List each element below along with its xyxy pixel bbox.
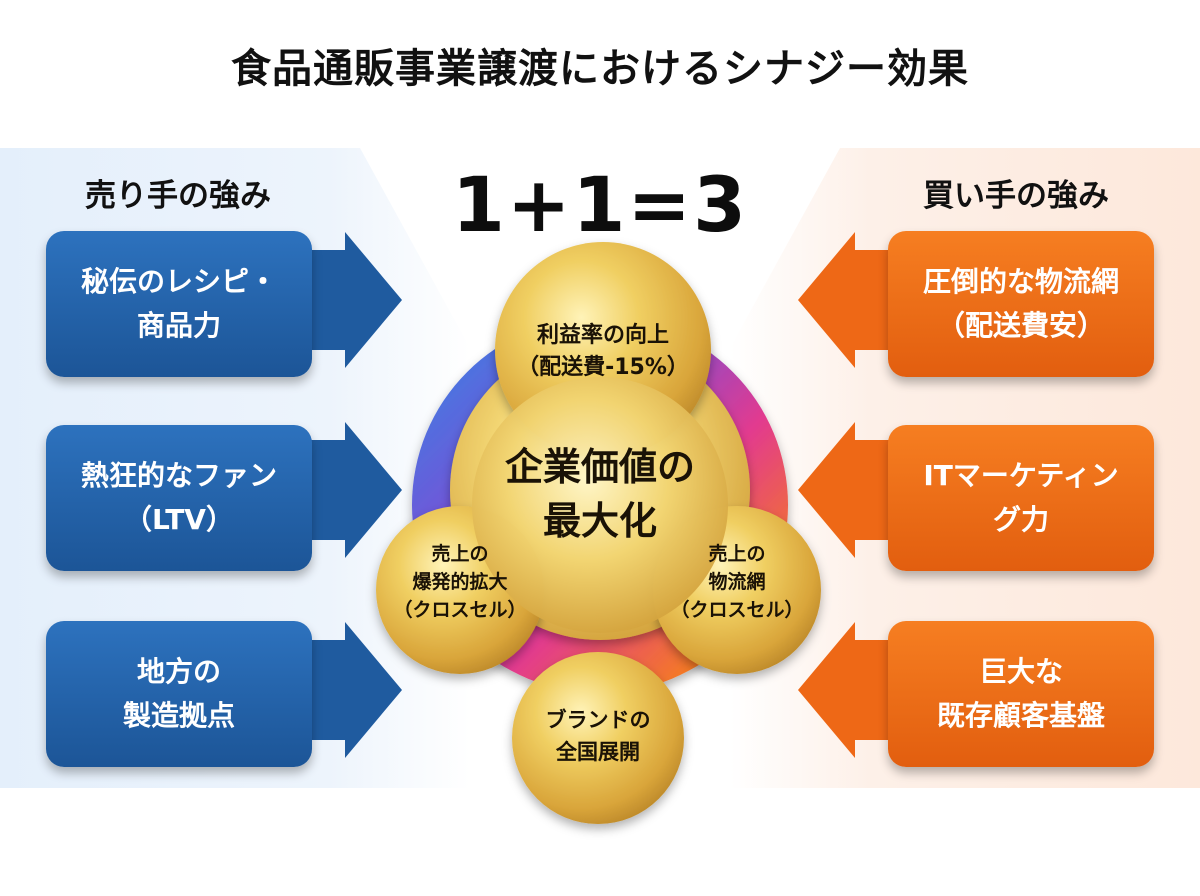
seller-arrow-2 (300, 422, 402, 558)
seller-card-fans: 熱狂的なファン （LTV） (46, 425, 312, 571)
buyer-arrow-1 (798, 232, 900, 368)
buyer-card-it-marketing: ITマーケティン グ力 (888, 425, 1154, 571)
seller-card-recipe: 秘伝のレシピ・ 商品力 (46, 231, 312, 377)
buyer-arrow-3 (798, 622, 900, 758)
seller-card-label: 秘伝のレシピ・ 商品力 (80, 265, 277, 342)
page-title: 食品通販事業譲渡におけるシナジー効果 (231, 46, 969, 92)
buyer-card-label: 圧倒的な物流網 （配送費安） (922, 265, 1119, 342)
label-sales-expansion: 売上の 爆発的拡大 （クロスセル） (393, 543, 527, 621)
core-circle-front (472, 377, 728, 633)
label-core-value: 企業価値の 最大化 (504, 445, 695, 543)
buyer-card-label: ITマーケティン グ力 (923, 459, 1119, 536)
seller-card-factory: 地方の 製造拠点 (46, 621, 312, 767)
label-brand-expansion: ブランドの 全国展開 (545, 708, 651, 764)
buyer-arrow-2 (798, 422, 900, 558)
label-sales-logistics: 売上の 物流網 （クロスセル） (670, 543, 804, 621)
buyer-card-customer-base: 巨大な 既存顧客基盤 (888, 621, 1154, 767)
label-profit-margin: 利益率の向上 （配送費-15%） (517, 323, 689, 380)
seller-arrow-3 (300, 622, 402, 758)
circle-bottom (512, 652, 684, 824)
seller-heading: 売り手の強み (85, 178, 271, 214)
buyer-card-label: 巨大な 既存顧客基盤 (936, 655, 1105, 732)
buyer-card-logistics: 圧倒的な物流網 （配送費安） (888, 231, 1154, 377)
seller-arrow-1 (300, 232, 402, 368)
buyer-heading: 買い手の強み (923, 178, 1109, 214)
seller-card-label: 熱狂的なファン （LTV） (80, 459, 277, 536)
synergy-equation: 1+1=3 (451, 160, 748, 249)
seller-card-label: 地方の 製造拠点 (122, 655, 235, 732)
